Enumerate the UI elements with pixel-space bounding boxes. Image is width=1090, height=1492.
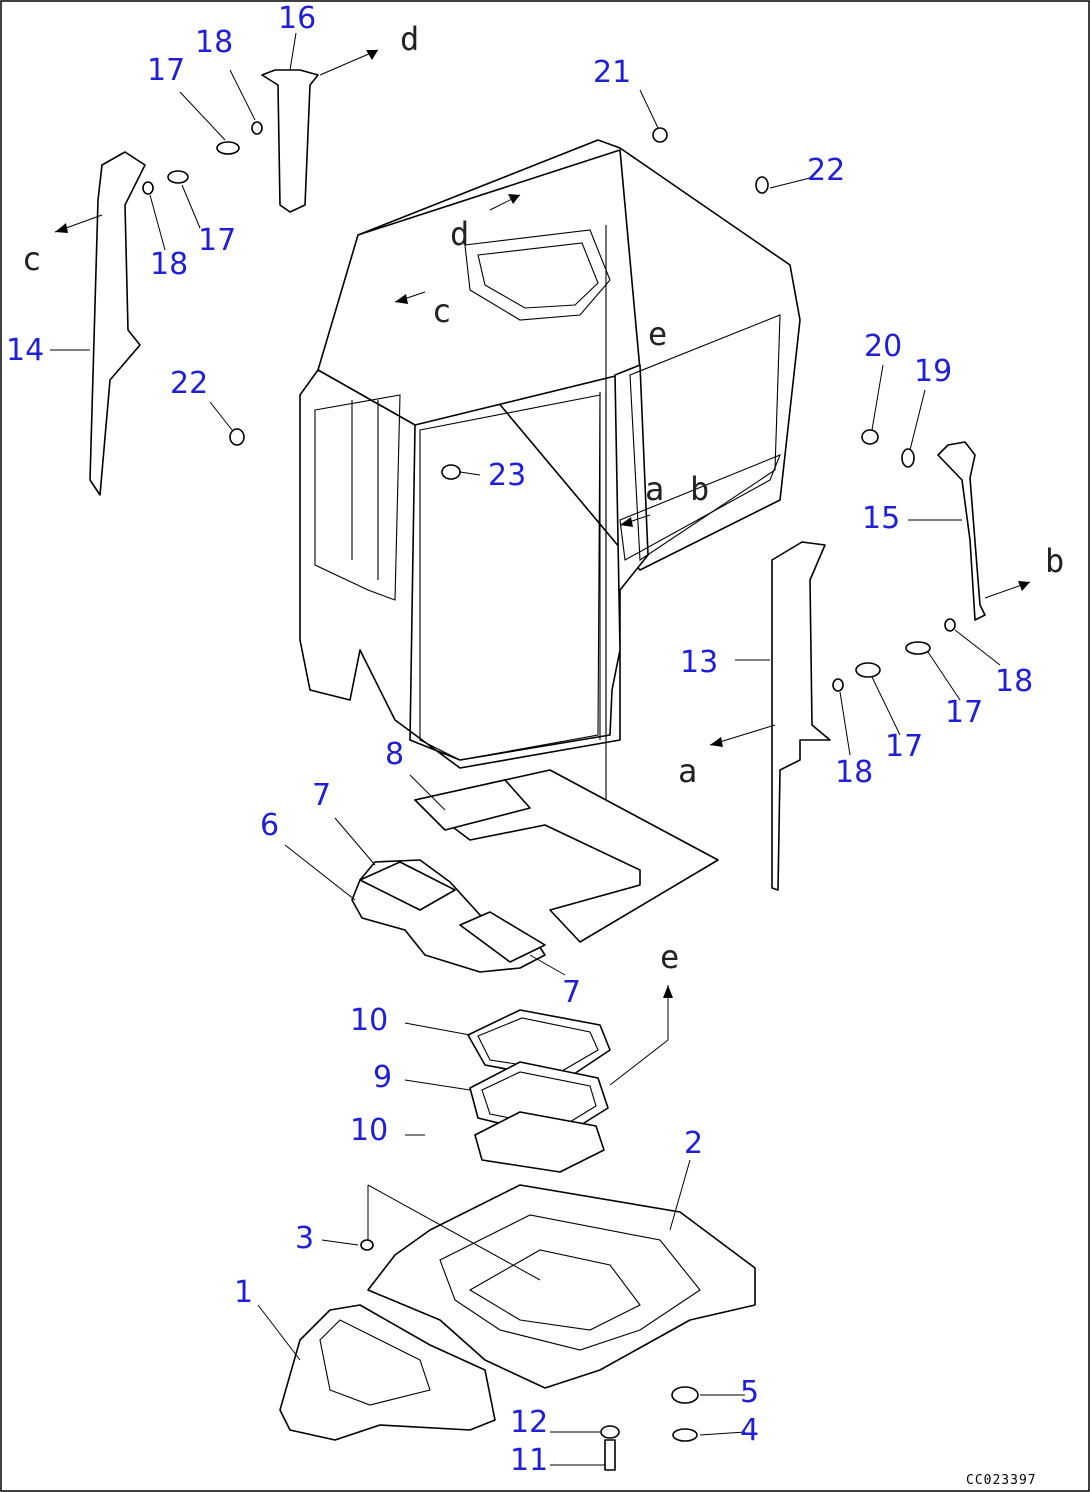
callout-7: 7 (312, 778, 331, 813)
pillar-cover-14 (89, 151, 146, 496)
ref-letter-e: e (648, 315, 667, 353)
floor-plate-2 (367, 1184, 756, 1389)
cab-frame (299, 139, 801, 820)
callout-11: 11 (510, 1443, 548, 1478)
callout-4: 4 (740, 1413, 759, 1448)
callout-10: 10 (350, 1003, 388, 1038)
pillar-cover-13 (771, 541, 831, 891)
callout-18: 18 (195, 25, 233, 60)
window-seals (467, 1009, 611, 1173)
callout-21: 21 (593, 55, 631, 90)
callout-2: 2 (684, 1126, 703, 1161)
pillar-cover-15 (937, 441, 986, 621)
callout-15: 15 (862, 501, 900, 536)
callout-10: 10 (350, 1113, 388, 1148)
callout-8: 8 (385, 737, 404, 772)
callout-18: 18 (150, 247, 188, 282)
callout-3: 3 (295, 1221, 314, 1256)
callout-17: 17 (885, 729, 923, 764)
callout-labels: 16 18 17 17 18 14 21 22 22 23 20 19 15 1… (6, 1, 1033, 1478)
ref-letter-a: a (645, 470, 664, 508)
callout-9: 9 (373, 1060, 392, 1095)
reference-letters: d c d c e a b b a e (22, 20, 1064, 976)
callout-7: 7 (562, 975, 581, 1010)
callout-12: 12 (510, 1405, 548, 1440)
floor-mats (351, 769, 719, 973)
callout-18: 18 (835, 755, 873, 790)
ref-letter-d: d (450, 215, 469, 253)
callout-1: 1 (234, 1275, 253, 1310)
callout-23: 23 (488, 458, 526, 493)
duct-1 (279, 1304, 496, 1441)
callout-5: 5 (740, 1375, 759, 1410)
ref-letter-c: c (432, 292, 451, 330)
ref-letter-d: d (400, 20, 419, 58)
callout-19: 19 (914, 354, 952, 389)
hardware-bolts (142, 121, 956, 1471)
callout-13: 13 (680, 645, 718, 680)
drawing-code: CC023397 (966, 1473, 1037, 1488)
callout-16: 16 (278, 1, 316, 36)
ref-letter-c: c (22, 240, 41, 278)
callout-6: 6 (260, 808, 279, 843)
ref-letter-a: a (678, 752, 697, 790)
ref-letter-e: e (660, 938, 679, 976)
callout-17: 17 (147, 53, 185, 88)
pillar-cover-16 (261, 69, 319, 213)
callout-20: 20 (864, 329, 902, 364)
callout-18: 18 (995, 664, 1033, 699)
callout-14: 14 (6, 333, 44, 368)
callout-17: 17 (198, 223, 236, 258)
ref-letter-b: b (1045, 542, 1064, 580)
callout-22: 22 (170, 366, 208, 401)
reference-arrows (54, 49, 1031, 998)
callout-22: 22 (807, 153, 845, 188)
ref-letter-b: b (690, 470, 709, 508)
callout-17: 17 (945, 695, 983, 730)
